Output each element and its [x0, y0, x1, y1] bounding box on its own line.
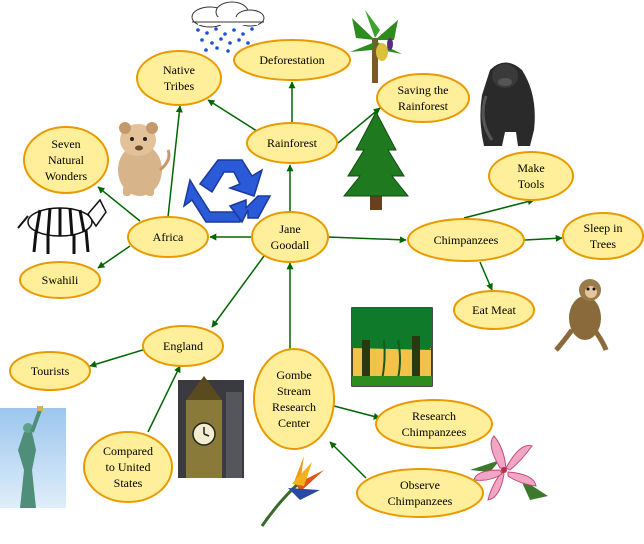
node-label: Rainforest [398, 99, 449, 113]
node-shape[interactable] [83, 431, 173, 503]
node-shape[interactable] [251, 211, 329, 263]
pine-tree-icon [342, 110, 410, 210]
node-shape[interactable] [356, 468, 484, 518]
node-label: States [114, 476, 143, 490]
node-shape[interactable] [233, 39, 351, 81]
connector-arrow [211, 255, 265, 328]
node-label: Chimpanzees [402, 425, 467, 439]
node-shape[interactable] [19, 261, 101, 299]
connector-arrow [463, 198, 535, 219]
node-label: Swahili [42, 273, 79, 287]
node-label: Tools [518, 177, 545, 191]
connector-arrow [97, 186, 141, 222]
node-label: Center [278, 416, 310, 430]
connector-arrows [89, 81, 563, 479]
node-shape[interactable] [142, 325, 224, 367]
node-label: Chimpanzees [388, 494, 453, 508]
node-label: Rainforest [267, 136, 318, 150]
node-label: Eat Meat [472, 303, 516, 317]
node-deforestation[interactable]: Deforestation [233, 39, 351, 81]
node-label: England [163, 339, 203, 353]
node-shape[interactable] [9, 351, 91, 391]
node-label: Chimpanzees [434, 233, 499, 247]
node-shape[interactable] [23, 126, 109, 194]
node-label: Jane [279, 222, 300, 236]
connector-arrow [327, 236, 407, 244]
node-shape[interactable] [246, 122, 338, 164]
node-label: Research [412, 409, 456, 423]
connector-arrow [479, 261, 493, 291]
zebra-icon [17, 198, 107, 254]
node-shape[interactable] [127, 216, 209, 258]
node-shape[interactable] [488, 151, 574, 201]
connector-arrow [337, 107, 381, 144]
big-ben-icon [178, 376, 244, 478]
node-label: Observe [400, 478, 440, 492]
connector-arrow [524, 234, 563, 242]
node-tourists[interactable]: Tourists [9, 351, 91, 391]
node-label: Research [272, 400, 316, 414]
node-shape[interactable] [453, 290, 535, 330]
connector-arrow [333, 405, 381, 420]
node-label: Goodall [271, 238, 310, 252]
node-shape[interactable] [407, 218, 525, 262]
node-sleep-in-trees[interactable]: Sleep in Trees [562, 212, 644, 260]
gorilla-icon [480, 62, 535, 146]
node-label: Wonders [45, 169, 88, 183]
node-shape[interactable] [562, 212, 644, 260]
node-label: Sleep in [584, 221, 623, 235]
lily-flower-icon [470, 435, 548, 501]
banana-tree-icon [350, 10, 402, 83]
node-label: Stream [277, 384, 312, 398]
node-label: to United [106, 460, 151, 474]
connector-arrow [167, 105, 183, 218]
node-africa[interactable]: Africa [127, 216, 209, 258]
node-label: Tourists [31, 364, 70, 378]
connector-arrow [329, 441, 367, 479]
node-label: Deforestation [259, 53, 324, 67]
lion-cub-icon [118, 122, 171, 196]
connector-arrow [89, 348, 147, 368]
connector-arrow [97, 245, 131, 269]
recycle-icon [182, 159, 272, 224]
node-label: Natural [48, 153, 85, 167]
node-shape[interactable] [375, 399, 493, 449]
connector-arrow [147, 365, 181, 433]
node-label: Africa [153, 230, 184, 244]
node-eat-meat[interactable]: Eat Meat [453, 290, 535, 330]
node-shape[interactable] [376, 73, 470, 123]
node-rainforest[interactable]: Rainforest [246, 122, 338, 164]
node-england[interactable]: England [142, 325, 224, 367]
node-label: Compared [103, 444, 153, 458]
node-shape[interactable] [136, 50, 222, 106]
bird-of-paradise-flower-icon [260, 456, 324, 527]
connector-arrow [207, 99, 261, 134]
node-label: Tribes [164, 79, 195, 93]
node-label: Trees [590, 237, 617, 251]
concept-nodes: JaneGoodallRainforestDeforestationNative… [9, 39, 644, 518]
node-chimpanzees[interactable]: Chimpanzees [407, 218, 525, 262]
jungle-icon [351, 307, 433, 387]
monkey-icon [554, 279, 609, 352]
statue-of-liberty-icon [0, 406, 66, 508]
node-label: Gombe [276, 368, 311, 382]
node-swahili[interactable]: Swahili [19, 261, 101, 299]
rain-cloud-icon [191, 1, 265, 53]
node-label: Seven [51, 137, 80, 151]
node-label: Native [163, 63, 195, 77]
node-label: Saving the [398, 83, 449, 97]
node-label: Make [517, 161, 544, 175]
node-shape[interactable] [253, 348, 335, 450]
